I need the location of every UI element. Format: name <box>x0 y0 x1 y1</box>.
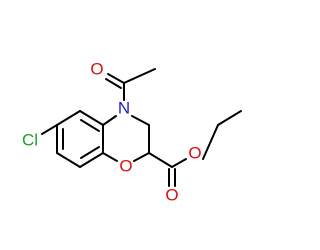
bond-acetyl-c-methyl <box>123 68 156 84</box>
bond-c4a-n <box>102 115 117 126</box>
bond-ether-o-ch2 <box>202 124 219 160</box>
bond-c4a-c5 <box>79 110 104 126</box>
bond-c8-c8a-inner <box>80 146 100 159</box>
molecule-structure-drawing: Cl N O O O O <box>22 60 242 205</box>
acetyl-oxygen-atom-label: O <box>90 60 103 79</box>
bond-c7-c8 <box>56 152 81 168</box>
nitrogen-atom-label: N <box>118 99 130 118</box>
bond-c2-o1 <box>133 152 150 162</box>
bond-c2-ester-c <box>148 152 173 168</box>
atom-labels: Cl N O O O O <box>22 60 202 205</box>
chlorine-atom-label: Cl <box>22 131 38 150</box>
bond-c5-c5-inner <box>80 119 100 132</box>
ester-ether-oxygen-atom-label: O <box>188 144 201 163</box>
bond-c5-c6 <box>56 110 81 126</box>
ring-oxygen-atom-label: O <box>119 157 132 176</box>
bond-c8-c8a <box>79 152 104 168</box>
bond-n-c3 <box>131 115 150 126</box>
bond-acetyl-c-o <box>107 73 125 84</box>
bond-ester-c-ether-o <box>171 158 187 168</box>
bond-o1-c8a <box>102 152 118 162</box>
bond-acetyl-c-o-second <box>105 78 122 89</box>
bond-c6-cl <box>41 124 58 135</box>
bond-lines <box>41 68 242 187</box>
ester-carbonyl-oxygen-atom-label: O <box>165 186 178 205</box>
bond-ch2-ch3 <box>217 110 242 126</box>
